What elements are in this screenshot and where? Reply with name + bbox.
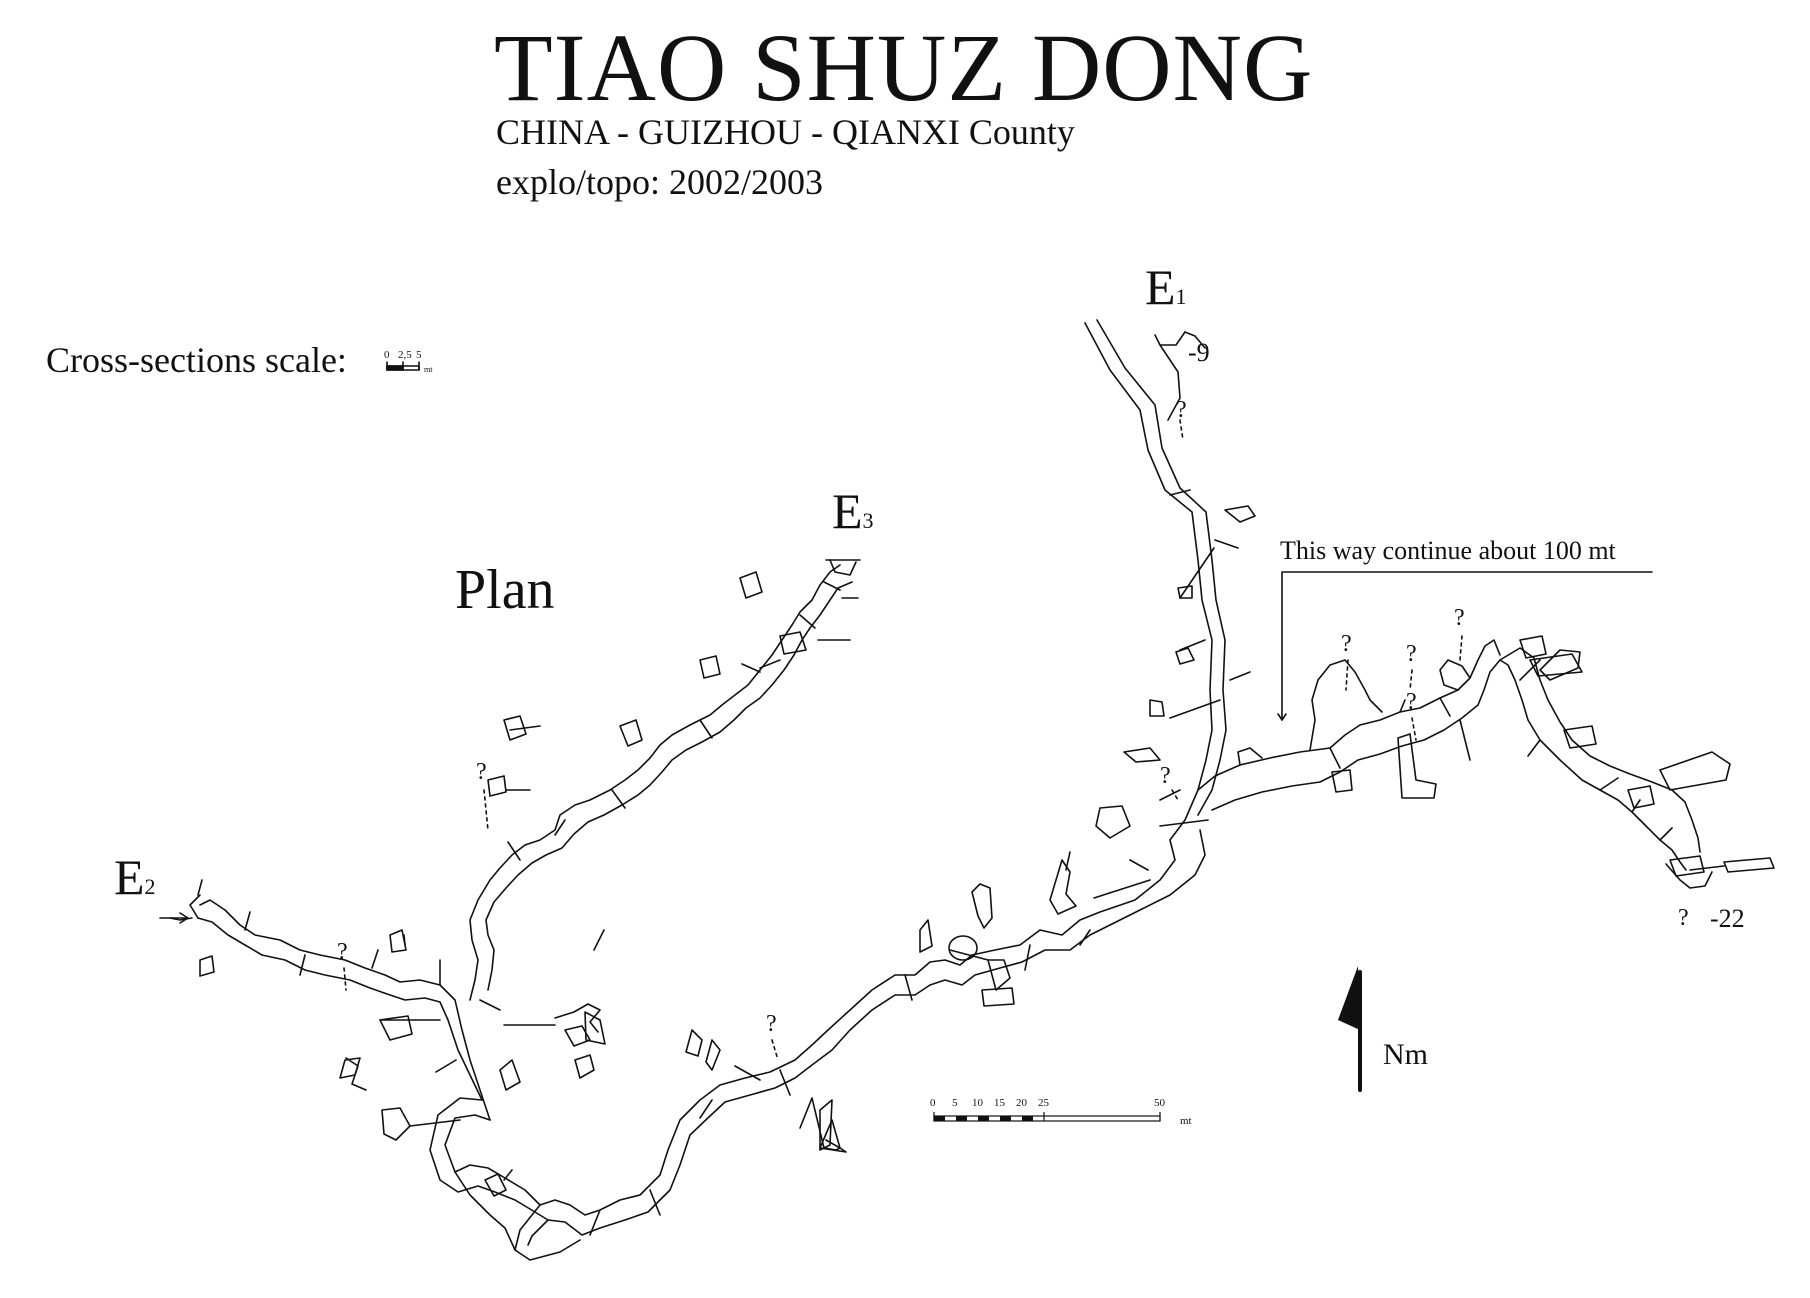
unknown-lead-mark: ? [337, 939, 348, 965]
unknown-lead-mark: ? [1160, 763, 1171, 789]
scale-tick-label: 5 [952, 1097, 958, 1109]
cs-unit-label: mt [424, 365, 433, 374]
north-arrow [1338, 966, 1362, 1092]
entrance-e3-label: E3 [832, 483, 874, 539]
plan-scale-bar: 0 5 10 15 20 25 50 mt [930, 1097, 1192, 1127]
scale-tick-label: 25 [1038, 1097, 1050, 1109]
unknown-lead-mark: ? [1341, 631, 1352, 657]
cross-sections-scale-label: Cross-sections scale: [46, 340, 347, 380]
unknown-lead-mark: ? [476, 759, 487, 785]
cross-sections-scale-bar [386, 361, 420, 371]
unknown-lead-mark: ? [1406, 689, 1417, 715]
entrance-e1-label: E1 [1145, 259, 1187, 315]
scale-tick-label: 50 [1154, 1097, 1166, 1109]
location-subtitle: CHINA - GUIZHOU - QIANXI County [496, 112, 1075, 152]
north-label: Nm [1383, 1038, 1428, 1071]
plan-label: Plan [455, 559, 555, 621]
unknown-lead-mark: ? [1678, 905, 1689, 931]
depth-label-bottom: -22 [1710, 904, 1745, 933]
unknown-lead-mark: ? [1454, 605, 1465, 631]
exploration-date: explo/topo: 2002/2003 [496, 162, 823, 202]
cs-tick-label: 0 [384, 349, 390, 361]
scale-tick-label: 15 [994, 1097, 1006, 1109]
unknown-lead-mark: ? [766, 1011, 777, 1037]
scale-tick-label: 10 [972, 1097, 984, 1109]
cs-tick-label: 5 [416, 349, 422, 361]
scale-tick-label: 0 [930, 1097, 936, 1109]
entrance-e2-label: E2 [114, 849, 156, 905]
unknown-lead-mark: ? [1176, 397, 1187, 423]
map-title: TIAO SHUZ DONG [494, 14, 1314, 121]
unknown-lead-mark: ? [1406, 641, 1417, 667]
scale-unit-label: mt [1180, 1115, 1192, 1127]
cross-sections-scale-labels: 0 2,5 5 mt [384, 349, 433, 374]
scale-tick-label: 20 [1016, 1097, 1028, 1109]
cs-tick-label: 2,5 [398, 349, 412, 361]
continuation-note: This way continue about 100 mt [1280, 536, 1616, 565]
